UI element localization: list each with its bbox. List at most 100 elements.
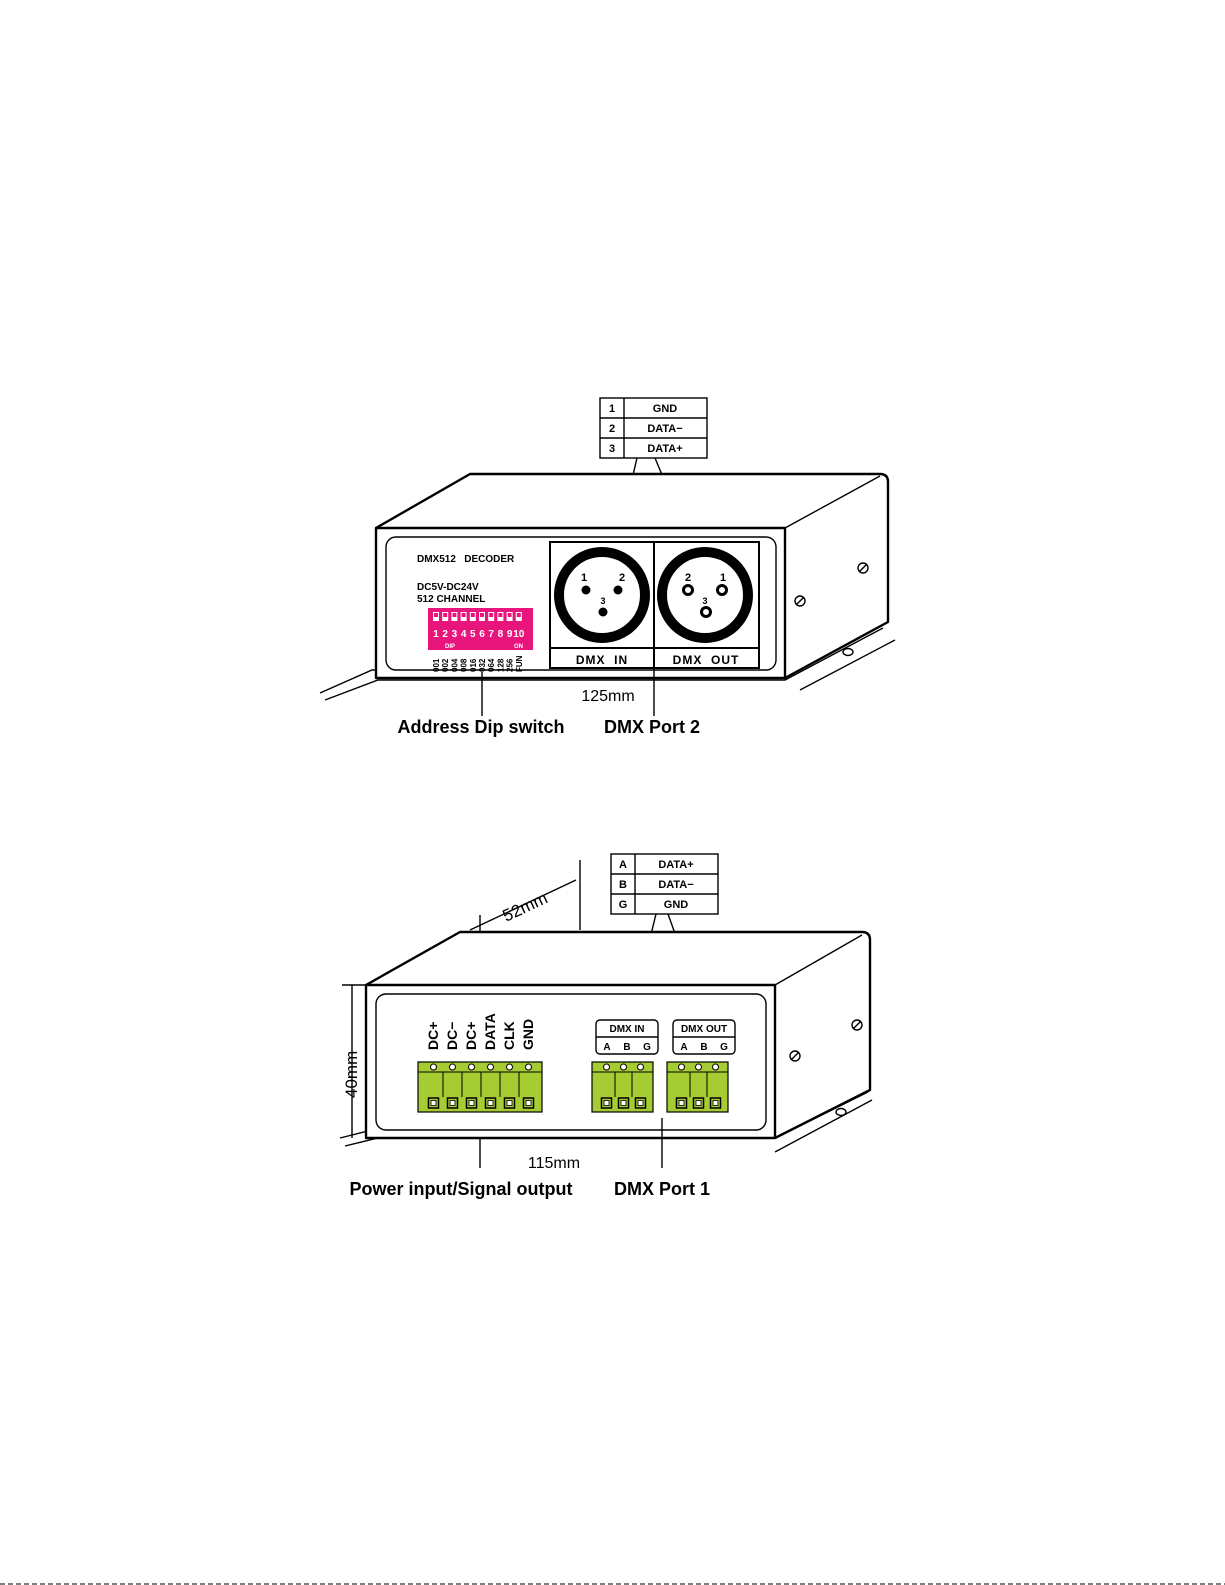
power-terminal-screw xyxy=(525,1063,532,1071)
bottom-pin-table: A B G DATA+ DATA− GND xyxy=(610,853,719,915)
dip-toggle-knob xyxy=(443,613,448,617)
xlr-dmx-in-connector[interactable]: 1 2 3 xyxy=(554,547,650,643)
power-terminal-screw xyxy=(430,1063,437,1071)
top-pin-3: 3 xyxy=(609,443,615,455)
top-diagram: 1 2 3 GND DATA− DATA+ xyxy=(319,397,896,737)
power-terminal-label: CLK xyxy=(501,1021,517,1050)
depth-dimension: 52mm xyxy=(500,888,551,925)
top-signal-gnd: GND xyxy=(653,403,678,415)
dip-number-7: 7 xyxy=(488,629,494,640)
top-pin-2: 2 xyxy=(609,423,615,435)
dmx-out-pin-g: G xyxy=(720,1042,728,1053)
dip-toggle-knob xyxy=(516,613,521,617)
dip-toggle-knob xyxy=(461,613,466,617)
power-terminal-label: DC− xyxy=(444,1022,460,1050)
dip-value-004: 004 xyxy=(450,658,459,672)
dip-number-9: 9 xyxy=(507,629,513,640)
power-terminal-label: GND xyxy=(520,1019,536,1050)
xlr-out-pin-1 xyxy=(716,584,728,596)
dmx-in-pin-b: B xyxy=(623,1042,630,1053)
top-front-panel xyxy=(385,536,777,671)
dip-number-4: 4 xyxy=(461,629,467,640)
power-terminal-screw xyxy=(449,1063,456,1071)
dmx-out-terminal-screw xyxy=(712,1063,719,1071)
dmx-in-pin-a: A xyxy=(603,1042,610,1053)
dip-toggle-knob xyxy=(480,613,484,617)
bottom-pin-g: G xyxy=(619,899,628,911)
dmx-in-label-box: DMX IN A B G xyxy=(595,1019,659,1055)
callout-dmx-port-1: DMX Port 1 xyxy=(614,1179,710,1199)
bottom-signal-data-minus: DATA− xyxy=(658,879,693,891)
dmx-in-label: DMX IN xyxy=(610,1024,645,1035)
bottom-pin-a: A xyxy=(619,859,627,871)
dmx-in-pin-g: G xyxy=(643,1042,651,1053)
dip-number-8: 8 xyxy=(498,629,504,640)
bottom-signal-data-plus: DATA+ xyxy=(658,859,693,871)
panel-channels: 512 CHANNEL xyxy=(417,594,485,605)
dip-number-6: 6 xyxy=(479,629,485,640)
power-terminal-screw xyxy=(487,1063,494,1071)
callout-power-input-signal-output: Power input/Signal output xyxy=(350,1179,573,1199)
dip-number-10: 10 xyxy=(513,629,525,640)
xlr-dmx-out-connector[interactable]: 2 1 3 xyxy=(657,547,753,643)
panel-voltage: DC5V-DC24V xyxy=(417,582,479,593)
top-pin-table: 1 2 3 GND DATA− DATA+ xyxy=(599,397,708,459)
dip-toggle-knob xyxy=(452,613,457,617)
dip-value-032: 032 xyxy=(478,658,487,672)
dmx-out-terminal-screw xyxy=(678,1063,685,1071)
power-terminal-label: DATA xyxy=(482,1013,498,1050)
top-pin-table-frame xyxy=(599,397,708,459)
dmx-out-terminal-screw xyxy=(695,1063,702,1071)
dip-value-002: 002 xyxy=(441,658,450,672)
top-screw-icon xyxy=(857,562,869,574)
bottom-screw-icon xyxy=(851,1019,863,1031)
port-dmx-out-label: DMX OUT xyxy=(673,653,740,667)
dip-value-128: 128 xyxy=(496,658,505,672)
dmx-out-label-box: DMX OUT A B G xyxy=(672,1019,736,1055)
dmx-out-pin-a: A xyxy=(680,1042,687,1053)
port-dmx-in-label: DMX IN xyxy=(576,653,628,667)
dip-toggle-knob xyxy=(434,613,438,617)
dmx-out-label: DMX OUT xyxy=(681,1024,727,1035)
dmx-out-terminal-block[interactable] xyxy=(666,1061,729,1113)
dip-value-016: 016 xyxy=(469,658,478,672)
dip-value-064: 064 xyxy=(487,658,496,672)
dip-on-label: ON xyxy=(514,644,523,650)
dip-label: DIP xyxy=(445,644,455,650)
dip-toggle-knob xyxy=(489,613,494,617)
height-dimension: 40mm xyxy=(342,1051,361,1098)
bottom-pin-b: B xyxy=(619,879,627,891)
xlr-out-pin-1-label: 1 xyxy=(720,572,726,584)
dmx-in-terminal-block[interactable] xyxy=(591,1061,654,1113)
dip-toggle-knob xyxy=(507,613,512,617)
power-terminal-block[interactable] xyxy=(417,1061,543,1113)
bottom-signal-gnd: GND xyxy=(664,899,689,911)
xlr-out-pin-2 xyxy=(682,584,694,596)
dip-value-FUN: FUN xyxy=(515,655,524,672)
dmx-in-terminal-screw xyxy=(620,1063,627,1071)
power-terminal-label: DC+ xyxy=(425,1022,441,1050)
xlr-in-pin-1-label: 1 xyxy=(581,572,587,584)
xlr-in-pin-2-label: 2 xyxy=(619,572,625,584)
xlr-in-pin-3-label: 3 xyxy=(600,596,605,606)
dmx-in-terminal-screw xyxy=(637,1063,644,1071)
bottom-front-panel xyxy=(375,993,767,1131)
dmx-out-pin-b: B xyxy=(700,1042,707,1053)
top-mount-hole-icon xyxy=(842,647,854,657)
bottom-width-dimension: 115mm xyxy=(528,1155,580,1172)
xlr-out-pin-3-label: 3 xyxy=(702,596,707,606)
xlr-out-pin-2-label: 2 xyxy=(685,572,691,584)
power-terminal-screw xyxy=(468,1063,475,1071)
bottom-mount-hole-icon xyxy=(835,1107,847,1117)
depth-dim-arrow xyxy=(469,879,577,931)
dip-number-3: 3 xyxy=(452,629,458,640)
dip-value-256: 256 xyxy=(506,658,515,672)
dip-toggle-knob xyxy=(498,613,503,617)
xlr-box xyxy=(549,541,760,669)
dip-number-5: 5 xyxy=(470,629,476,640)
xlr-in-pin-1 xyxy=(581,585,591,595)
xlr-in-pin-2 xyxy=(613,585,623,595)
power-terminal-label: DC+ xyxy=(463,1022,479,1050)
